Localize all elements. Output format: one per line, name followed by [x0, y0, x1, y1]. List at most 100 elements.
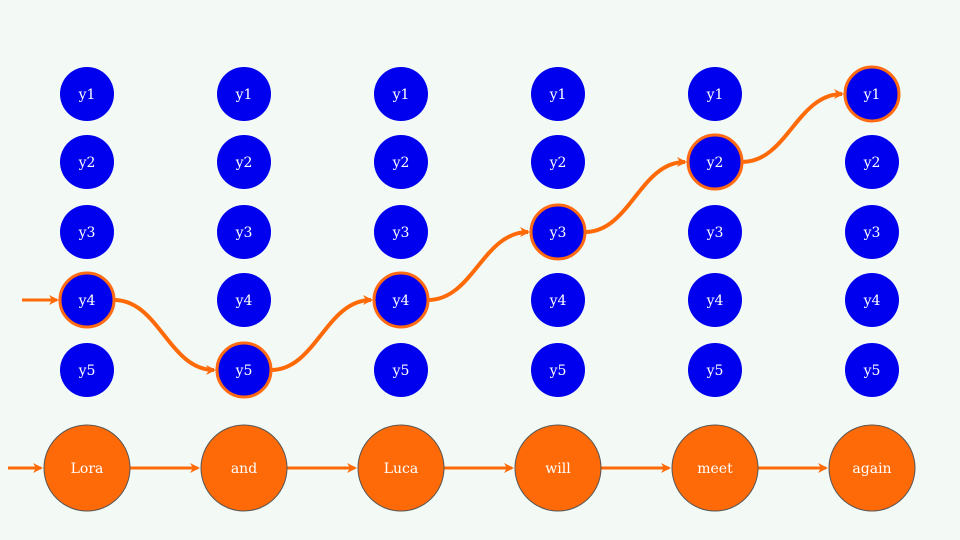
- state-node-y2: y2: [686, 133, 744, 191]
- state-circle: [845, 343, 899, 397]
- state-label: y1: [549, 87, 567, 103]
- state-label: y3: [863, 225, 881, 241]
- path-arrow-1: [113, 298, 216, 375]
- state-label: y4: [863, 293, 881, 309]
- state-node-y2: y2: [60, 135, 114, 189]
- state-node-y5: y5: [215, 341, 273, 399]
- state-node-y3: y3: [374, 205, 428, 259]
- word-circle: [200, 424, 288, 512]
- state-node-y3: y3: [60, 205, 114, 259]
- state-node-y3: y3: [688, 205, 742, 259]
- word-circle: [514, 424, 602, 512]
- state-node-y5: y5: [688, 343, 742, 397]
- state-node-y1: y1: [60, 67, 114, 121]
- state-node-y4: y4: [531, 273, 585, 327]
- state-label: y5: [549, 363, 567, 379]
- word-circle: [357, 424, 445, 512]
- state-label: y3: [235, 225, 253, 241]
- state-circle-highlighted: [529, 203, 587, 261]
- state-circle: [60, 135, 114, 189]
- state-node-y4: y4: [217, 273, 271, 327]
- state-label: y5: [392, 363, 410, 379]
- word-label: and: [231, 461, 257, 477]
- state-node-y3: y3: [217, 205, 271, 259]
- word-node-0: Lora: [43, 424, 131, 512]
- state-circle: [217, 273, 271, 327]
- state-circle: [60, 205, 114, 259]
- state-label: y2: [549, 155, 567, 171]
- word-label: again: [852, 461, 891, 477]
- state-circle-highlighted: [215, 341, 273, 399]
- state-circle-highlighted: [372, 271, 430, 329]
- state-circle: [845, 273, 899, 327]
- word-circle: [671, 424, 759, 512]
- nodes-layer: y1 y2 y3 y4 y5 y1 y2 y3 y4 y5 y1 y2 y3 y4 y5 y1 y2 y3 y4 y5…: [43, 65, 916, 512]
- state-label: y1: [863, 87, 881, 103]
- state-node-y1: y1: [843, 65, 901, 123]
- state-node-y5: y5: [374, 343, 428, 397]
- state-label: y2: [706, 155, 724, 171]
- state-node-y5: y5: [531, 343, 585, 397]
- state-node-y2: y2: [374, 135, 428, 189]
- state-label: y1: [392, 87, 410, 103]
- state-label: y1: [78, 87, 96, 103]
- state-label: y3: [706, 225, 724, 241]
- state-node-y2: y2: [845, 135, 899, 189]
- state-node-y3: y3: [529, 203, 587, 261]
- state-circle: [374, 135, 428, 189]
- state-label: y2: [78, 155, 96, 171]
- state-label: y5: [863, 363, 881, 379]
- path-arrow-2: [270, 295, 373, 372]
- state-circle: [531, 273, 585, 327]
- word-circle: [828, 424, 916, 512]
- state-circle: [845, 205, 899, 259]
- state-node-y2: y2: [217, 135, 271, 189]
- state-node-y4: y4: [688, 273, 742, 327]
- state-circle-highlighted: [58, 271, 116, 329]
- state-node-y1: y1: [217, 67, 271, 121]
- state-node-y4: y4: [845, 273, 899, 327]
- state-node-y4: y4: [372, 271, 430, 329]
- state-label: y1: [706, 87, 724, 103]
- state-node-y5: y5: [845, 343, 899, 397]
- state-circle: [60, 343, 114, 397]
- state-node-y4: y4: [58, 271, 116, 329]
- state-circle: [531, 135, 585, 189]
- state-circle: [217, 135, 271, 189]
- path-arrow-5: [741, 89, 844, 164]
- state-circle: [60, 67, 114, 121]
- word-circle: [43, 424, 131, 512]
- state-node-y3: y3: [845, 205, 899, 259]
- word-label: Luca: [384, 461, 419, 477]
- state-circle: [688, 205, 742, 259]
- state-node-y1: y1: [688, 67, 742, 121]
- state-circle: [217, 67, 271, 121]
- state-label: y2: [392, 155, 410, 171]
- state-circle: [531, 343, 585, 397]
- state-label: y4: [78, 293, 96, 309]
- word-label: Lora: [71, 461, 104, 477]
- word-node-2: Luca: [357, 424, 445, 512]
- state-circle: [374, 67, 428, 121]
- arrows-layer: [8, 89, 844, 473]
- state-circle: [845, 135, 899, 189]
- state-label: y3: [549, 225, 567, 241]
- state-label: y5: [706, 363, 724, 379]
- state-circle: [688, 67, 742, 121]
- state-label: y4: [392, 293, 410, 309]
- state-label: y5: [235, 363, 253, 379]
- state-node-y5: y5: [60, 343, 114, 397]
- state-label: y4: [706, 293, 724, 309]
- state-label: y4: [549, 293, 567, 309]
- state-label: y3: [392, 225, 410, 241]
- state-node-y1: y1: [531, 67, 585, 121]
- word-label: will: [545, 461, 571, 477]
- state-circle: [374, 343, 428, 397]
- word-label: meet: [697, 461, 733, 477]
- state-label: y5: [78, 363, 96, 379]
- word-node-3: will: [514, 424, 602, 512]
- word-node-1: and: [200, 424, 288, 512]
- state-label: y3: [78, 225, 96, 241]
- state-circle: [217, 205, 271, 259]
